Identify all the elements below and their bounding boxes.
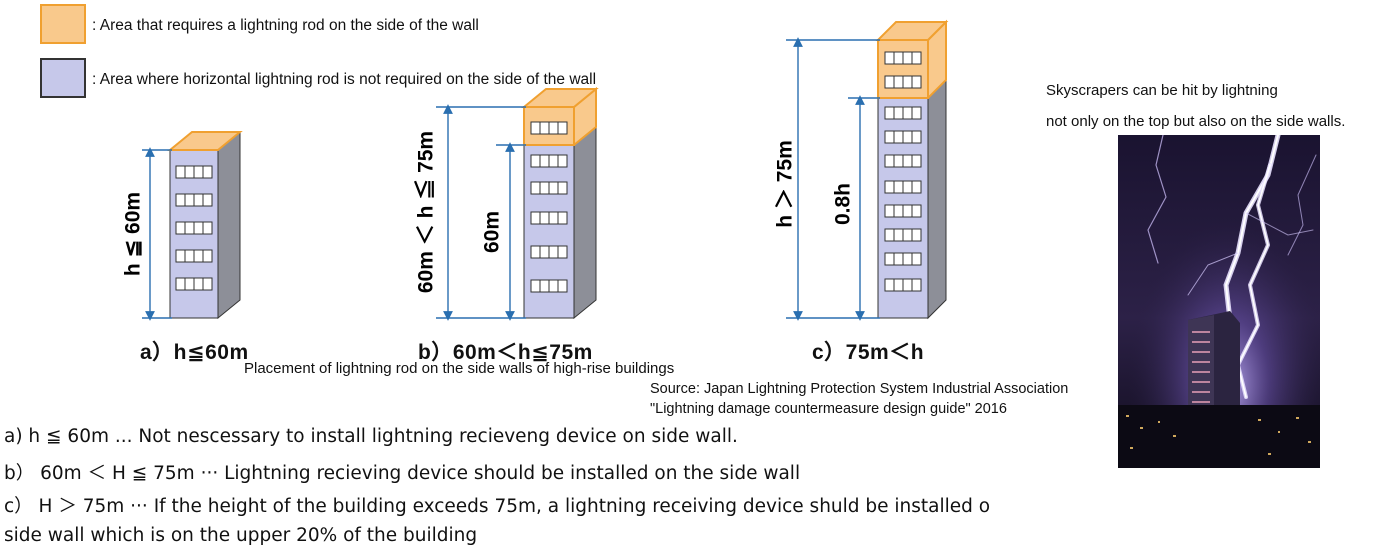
building-c-height-label: h ＞ 75m xyxy=(774,140,797,228)
figure-caption: Placement of lightning rod on the side w… xyxy=(244,360,675,377)
building-b xyxy=(436,86,599,321)
legend-label-not-required: : Area where horizontal lightning rod is… xyxy=(92,71,597,88)
legend-swatch-not-required xyxy=(40,58,86,98)
rule-b: b） 60m ＜ H ≦ 75m ··· Lightning recieving… xyxy=(4,463,801,484)
rule-c: c） H ＞ 75m ··· If the height of the buil… xyxy=(4,496,991,517)
source-line1: Source: Japan Lightning Protection Syste… xyxy=(650,381,1069,397)
building-b-height-label: 60m ＜ h ≦ 75m xyxy=(414,131,438,293)
source-line2: "Lightning damage countermeasure design … xyxy=(650,401,1007,417)
building-a xyxy=(142,130,243,321)
building-diagram: h ≦ 60m 60m ＜ h ≦ 75m 60m xyxy=(122,19,949,321)
building-b-inner-label: 60m xyxy=(481,211,504,253)
building-b-caption: b）60m＜h≦75m xyxy=(418,341,593,364)
photo-note-line1: Skyscrapers can be hit by lightning xyxy=(1046,82,1278,99)
building-a-height-label: h ≦ 60m xyxy=(122,192,145,276)
building-c-caption: c）75m＜h xyxy=(812,341,925,364)
photo-note-line2: not only on the top but also on the side… xyxy=(1046,113,1346,130)
legend-label-requires: : Area that requires a lightning rod on … xyxy=(92,17,479,34)
lightning-skyscraper-photo xyxy=(1118,135,1320,468)
building-a-caption: a）h≦60m xyxy=(140,341,249,364)
building-c-inner-label: 0.8h xyxy=(832,183,855,225)
legend-swatch-requires xyxy=(40,4,86,44)
building-c xyxy=(786,19,949,321)
rule-c-continued: side wall which is on the upper 20% of t… xyxy=(4,525,478,546)
rule-a: a) h ≦ 60m ... Not nescessary to install… xyxy=(4,426,738,447)
